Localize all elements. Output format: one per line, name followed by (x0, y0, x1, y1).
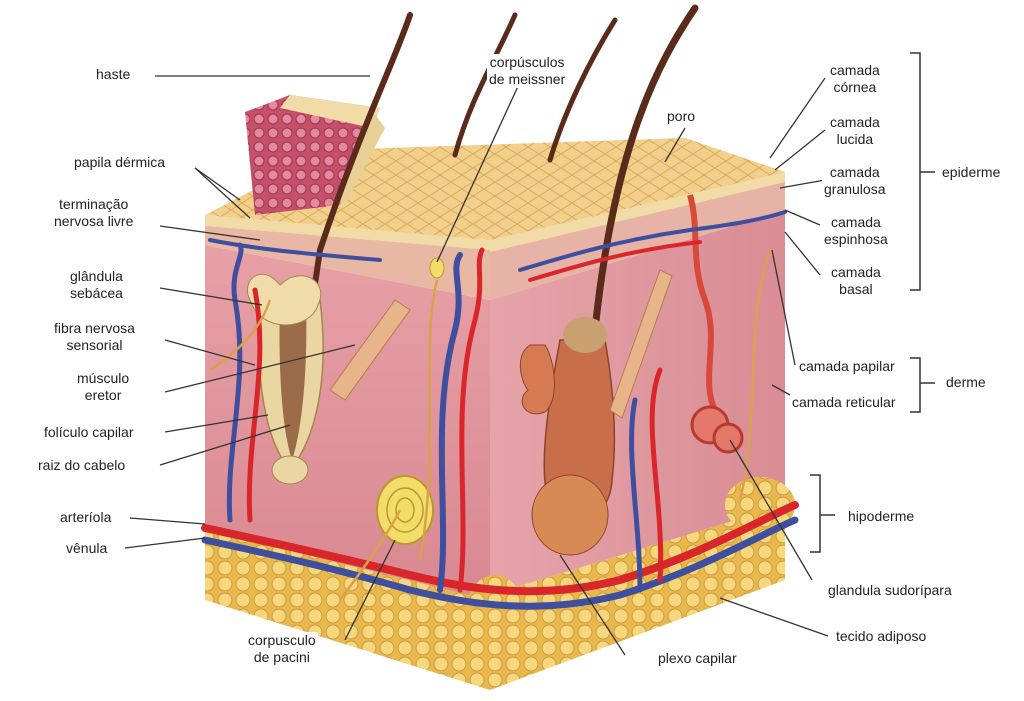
label-glandula-sebacea: glândula sebácea (68, 268, 125, 302)
front-cornea-band (205, 215, 490, 250)
label-pacini-line2: de pacini (253, 649, 310, 665)
meissner-corpuscle (429, 257, 445, 279)
label-venula: vênula (64, 540, 110, 557)
fat-cluster (465, 575, 525, 655)
label-poro: poro (665, 108, 698, 125)
label-corpusculos-meissner: corpúsculos de meissner (487, 54, 568, 88)
label-terminacao-line1: terminação (59, 196, 129, 212)
label-derme: derme (944, 374, 988, 391)
label-glandula-sudoripara: glandula sudorípara (826, 582, 954, 599)
label-fibra-nervosa-line1: fibra nervosa (54, 320, 135, 336)
right-epidermis (490, 172, 785, 300)
front-fat-layer (205, 530, 490, 690)
label-granulosa-line1: camada (829, 164, 880, 180)
label-cornea-line2: córnea (833, 79, 877, 95)
label-papila-dermica: papila dérmica (72, 154, 168, 171)
peeled-flap (245, 95, 385, 215)
sweat-gland (687, 194, 744, 454)
erector-muscle-right (609, 269, 673, 419)
label-camada-reticular: camada reticular (790, 394, 898, 411)
label-basal-line1: camada (831, 264, 881, 280)
label-camada-espinhosa: camada espinhosa (822, 214, 890, 248)
label-musculo-eretor: músculo eretor (75, 370, 132, 404)
label-musculo-eretor-line2: eretor (84, 387, 122, 403)
label-hipoderme: hipoderme (846, 508, 917, 525)
label-musculo-eretor-line1: músculo (77, 370, 130, 386)
label-plexo-capilar: plexo capilar (656, 650, 739, 667)
right-cornea-band (490, 172, 785, 252)
right-fat-layer (490, 505, 785, 690)
erector-muscle-left (329, 299, 411, 401)
nerve-fibers (209, 249, 772, 601)
label-camada-cornea: camada córnea (828, 62, 882, 96)
leader-lines (124, 75, 829, 656)
label-terminacao-nervosa: terminação nervosa livre (52, 196, 136, 230)
label-epiderme: epiderme (940, 164, 1003, 181)
label-camada-lucida: camada lucida (828, 114, 882, 148)
label-foliculo-capilar: folículo capilar (42, 424, 136, 441)
label-camada-papilar: camada papilar (797, 358, 897, 375)
label-meissner-line1: corpúsculos (489, 54, 565, 70)
label-raiz-do-cabelo: raiz do cabelo (36, 457, 128, 474)
label-glandula-sebacea-line1: glândula (70, 268, 123, 284)
label-lucida-line1: camada (830, 114, 880, 130)
label-camada-basal: camada basal (829, 264, 883, 298)
label-corpusculo-pacini: corpusculo de pacini (246, 632, 318, 666)
label-meissner-line2: de meissner (489, 71, 566, 87)
label-pacini-line1: corpusculo (248, 632, 316, 648)
label-basal-line2: basal (839, 281, 873, 297)
blood-vessels (201, 210, 799, 610)
label-tecido-adiposo: tecido adiposo (834, 628, 929, 645)
label-terminacao-line2: nervosa livre (54, 213, 134, 229)
label-fibra-nervosa-line2: sensorial (66, 337, 123, 353)
label-arteriola: arteríola (58, 509, 114, 526)
hair-follicle-right (519, 317, 616, 556)
label-cornea-line1: camada (830, 62, 880, 78)
label-granulosa-line2: granulosa (824, 181, 886, 197)
label-fibra-nervosa: fibra nervosa sensorial (52, 320, 137, 354)
label-lucida-line2: lucida (836, 131, 874, 147)
label-haste: haste (94, 66, 133, 83)
label-espinhosa-line1: camada (831, 214, 881, 230)
label-espinhosa-line2: espinhosa (824, 231, 888, 247)
label-camada-granulosa: camada granulosa (822, 164, 888, 198)
brackets (810, 52, 935, 553)
label-glandula-sebacea-line2: sebácea (70, 285, 123, 301)
